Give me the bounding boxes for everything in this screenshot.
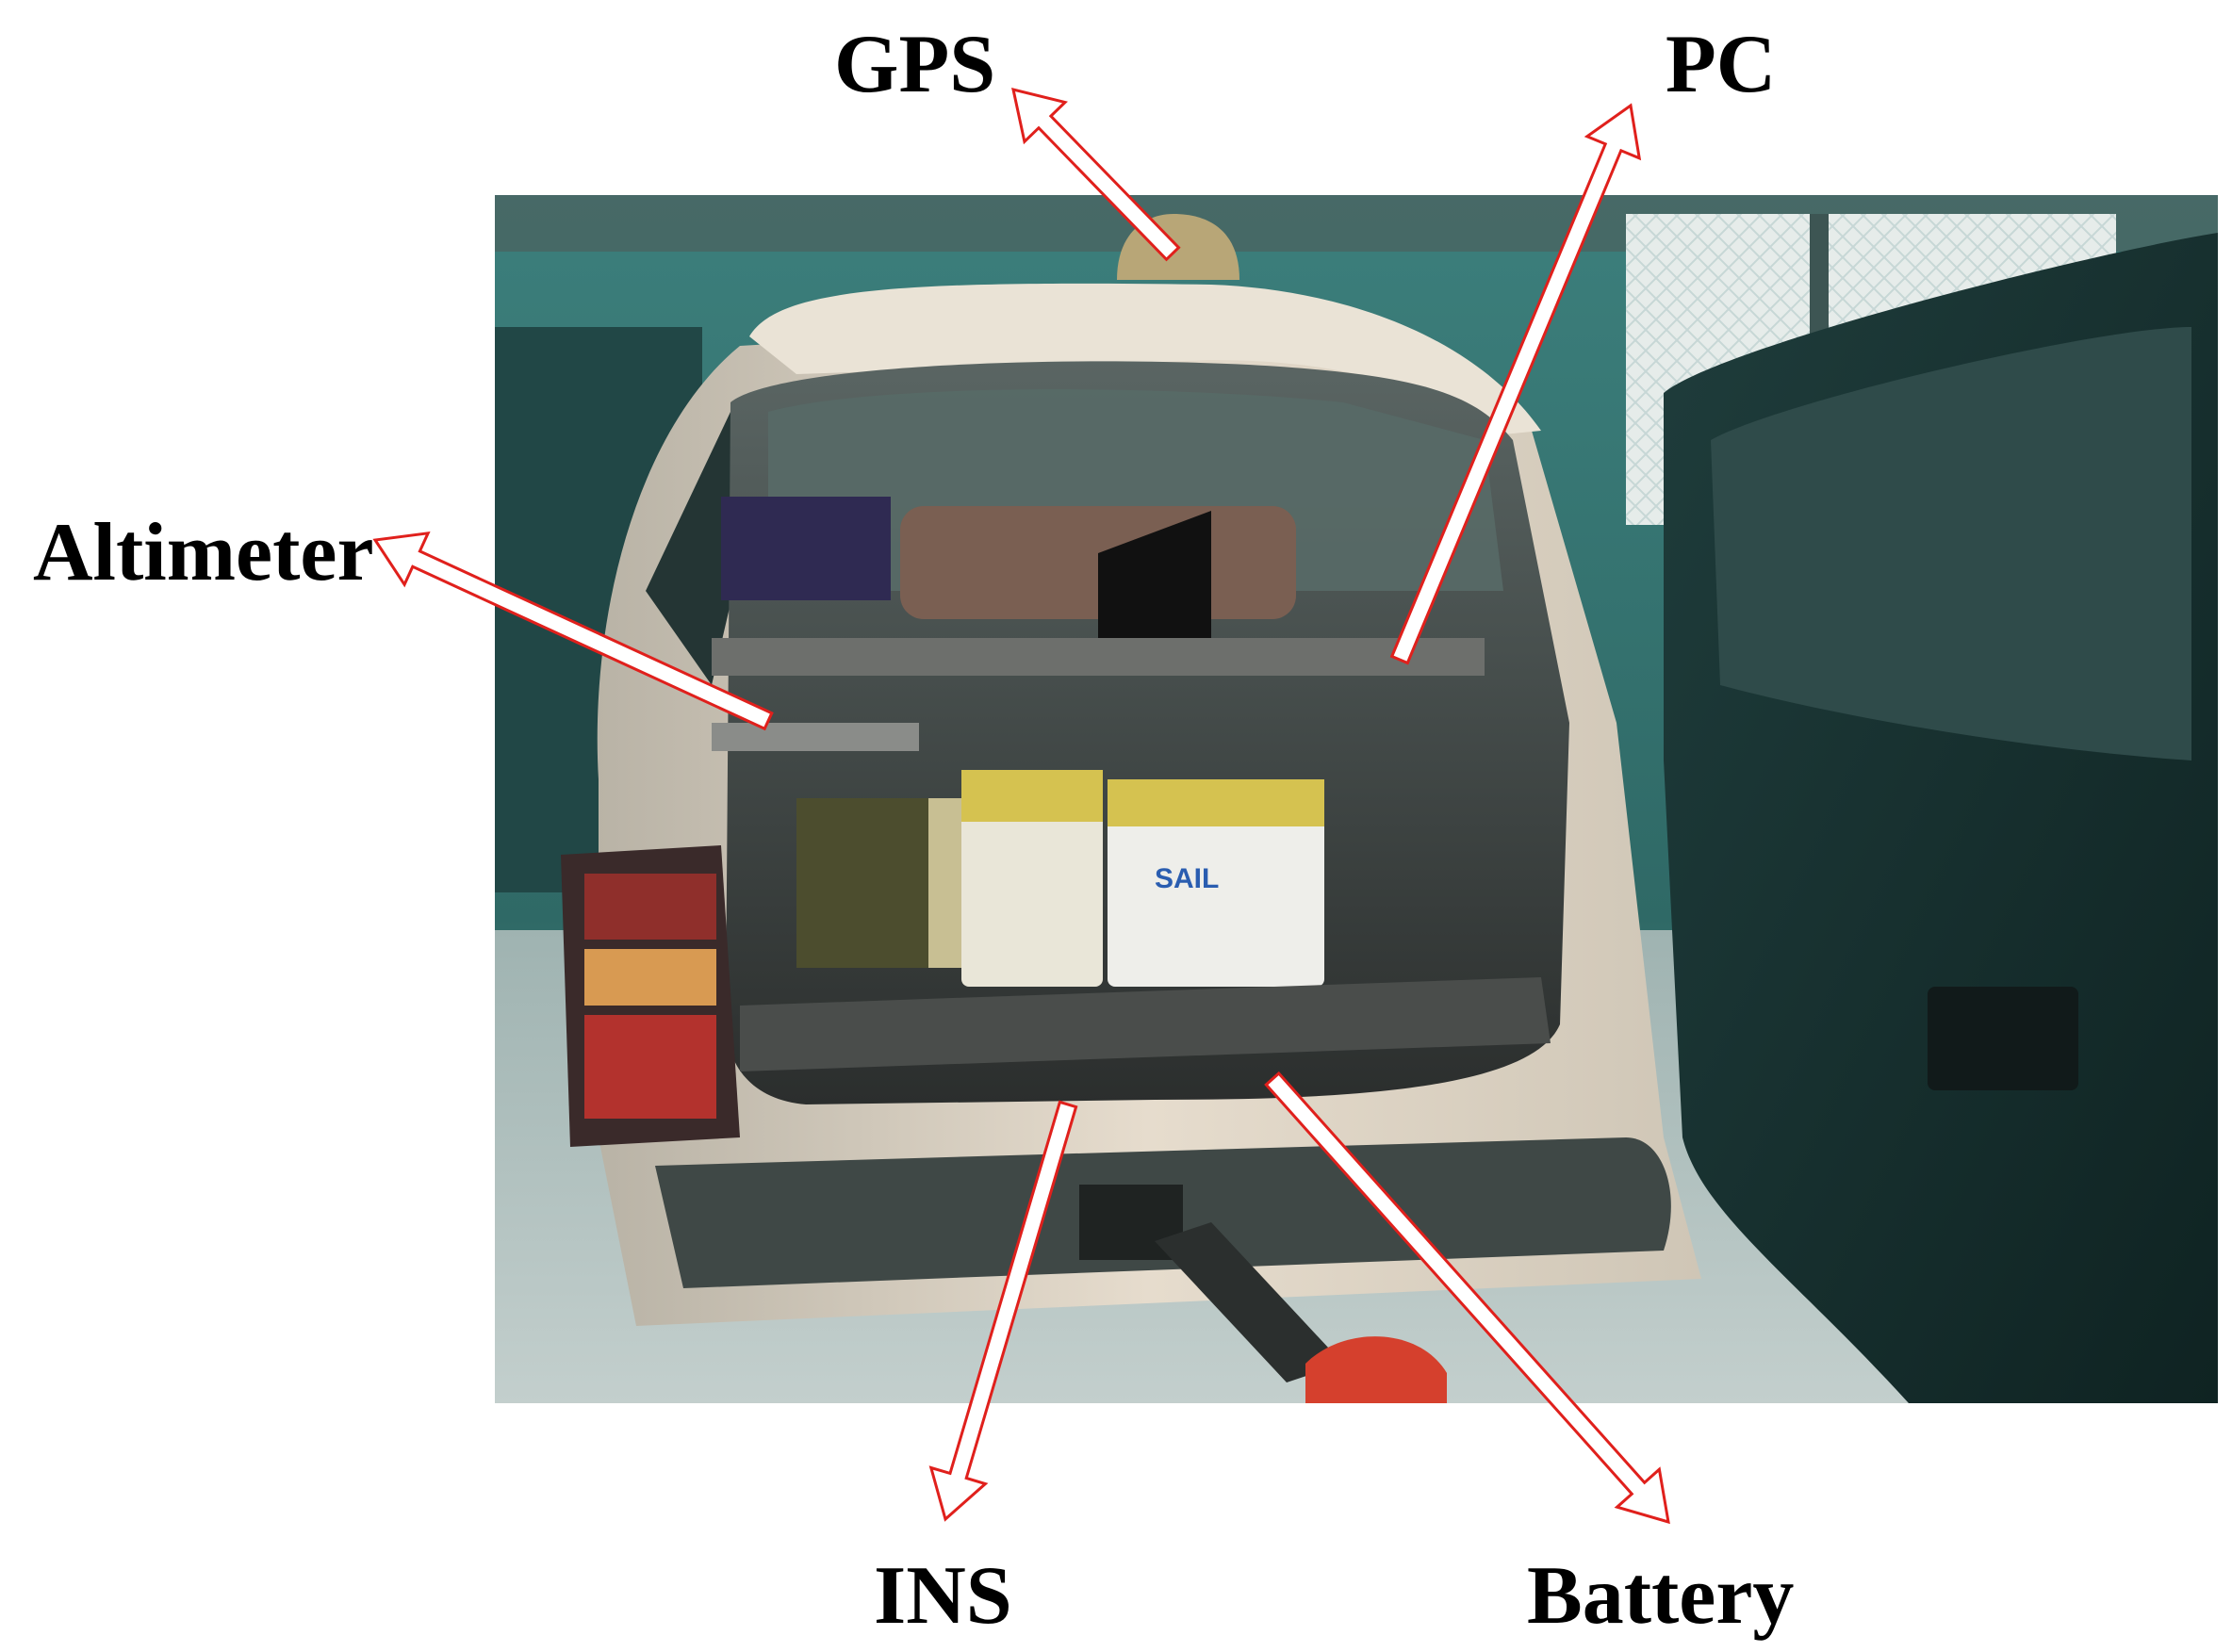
battery-arrow [1264, 1071, 1670, 1525]
battery-left [961, 770, 1103, 987]
pc-label: PC [1666, 19, 1777, 110]
altimeter-label: Altimeter [33, 507, 374, 598]
altimeter-device [721, 497, 891, 600]
pc-arrow [1389, 103, 1642, 665]
altimeter-arrow [372, 531, 774, 731]
ins-device [796, 798, 928, 968]
gps-arrow [1011, 87, 1181, 262]
battery-label: Battery [1527, 1550, 1795, 1642]
ins-arrow [928, 1100, 1078, 1522]
battery-brand-text: SAIL [1155, 863, 1219, 894]
ins-label: INS [874, 1550, 1012, 1642]
battery-right [1108, 779, 1324, 987]
laptop [1098, 511, 1211, 647]
arrow-group [372, 87, 1670, 1525]
gps-label: GPS [834, 19, 996, 110]
